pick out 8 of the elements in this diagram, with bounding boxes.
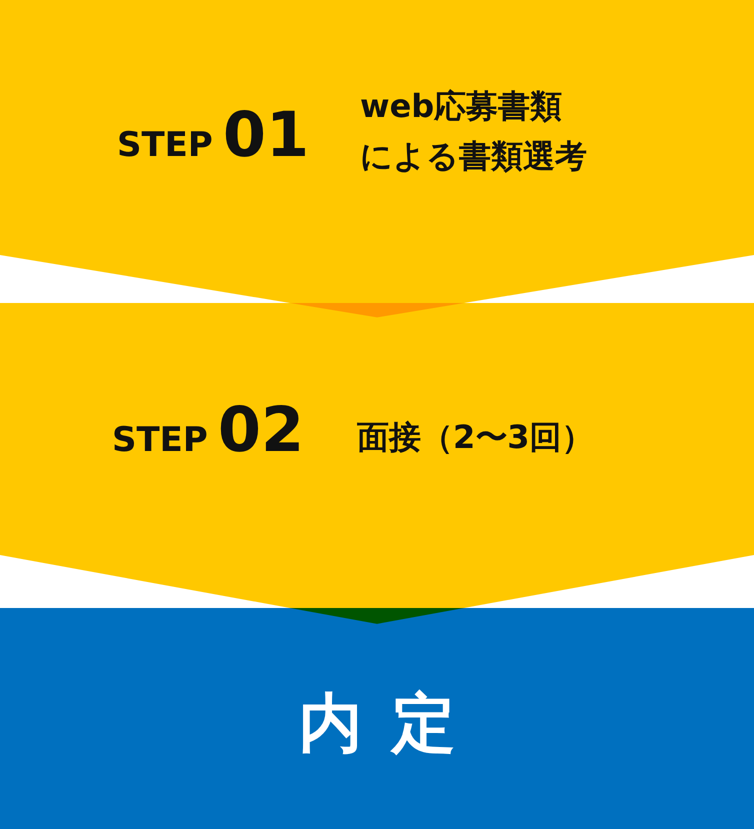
step-label: STEP 02 xyxy=(112,393,304,466)
step-description: 面接（2〜3回） xyxy=(357,417,595,458)
step-label: STEP 01 xyxy=(117,98,310,171)
step-description: web応募書類による書類選考 xyxy=(360,86,588,177)
step-band xyxy=(0,608,754,829)
step-band xyxy=(0,0,754,303)
step-band xyxy=(0,303,754,608)
result-label: 内定 xyxy=(298,686,486,763)
